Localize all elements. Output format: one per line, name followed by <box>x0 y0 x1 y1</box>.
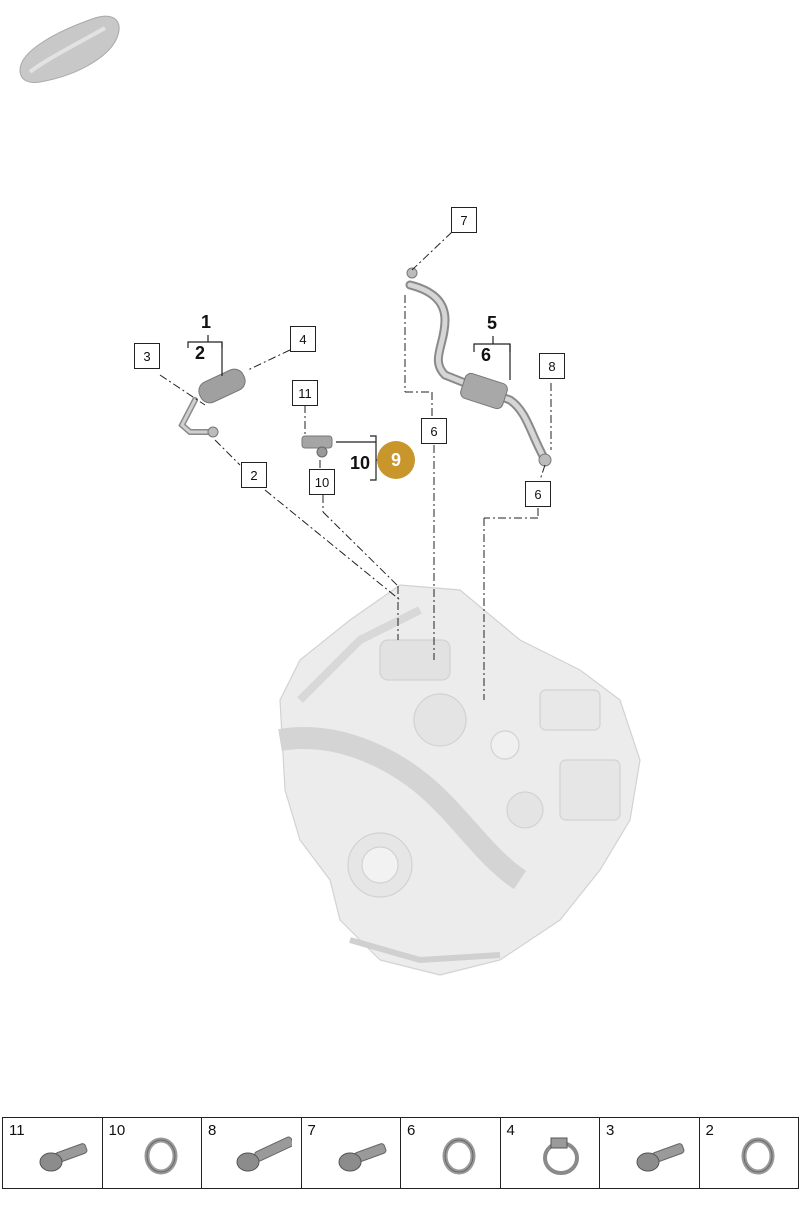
car-silhouette-icon <box>19 15 120 83</box>
part-number: 6 <box>407 1122 416 1139</box>
part-number: 2 <box>705 1122 714 1139</box>
callout-6-upper: 6 <box>421 418 447 444</box>
part-number: 3 <box>606 1122 615 1139</box>
bracket-lines <box>187 335 511 481</box>
part-number: 8 <box>208 1122 217 1139</box>
seal-ring-icon <box>144 1137 177 1175</box>
bolt-icon <box>39 1143 88 1172</box>
part-number: 11 <box>9 1122 25 1139</box>
label-part-6: 6 <box>481 345 492 365</box>
coolant-hose-1 <box>178 368 246 438</box>
bolt-icon <box>636 1143 685 1172</box>
part-cell-10[interactable]: 10 <box>103 1118 202 1188</box>
engine-assembly <box>278 584 641 976</box>
callout-8: 8 <box>539 353 565 379</box>
callout-10: 10 <box>309 469 335 495</box>
callout-4: 4 <box>290 326 316 352</box>
bolt-icon <box>236 1136 292 1172</box>
label-part-10: 10 <box>350 453 371 473</box>
callout-7: 7 <box>451 207 477 233</box>
label-part-1: 1 <box>201 312 212 332</box>
part-cell-6[interactable]: 6 <box>401 1118 501 1188</box>
part-cell-7[interactable]: 7 <box>302 1118 401 1188</box>
callout-2: 2 <box>241 462 267 488</box>
hose-clamp-icon <box>542 1137 579 1175</box>
callout-11: 11 <box>292 380 318 406</box>
part-number: 4 <box>506 1122 515 1139</box>
leader-lines <box>159 231 552 700</box>
label-part-5: 5 <box>487 313 498 333</box>
part-cell-2[interactable]: 2 <box>700 1118 799 1188</box>
callout-6-lower: 6 <box>525 481 551 507</box>
part-number: 7 <box>307 1122 316 1139</box>
callout-3: 3 <box>134 343 160 369</box>
bolt-icon <box>338 1143 386 1172</box>
part-cell-8[interactable]: 8 <box>202 1118 302 1188</box>
part-cell-11[interactable]: 11 <box>3 1118 103 1188</box>
fitting-9 <box>301 435 333 458</box>
part-cell-3[interactable]: 3 <box>600 1118 700 1188</box>
seal-ring-icon <box>442 1137 476 1175</box>
parts-strip: 11 10 8 7 6 4 <box>2 1117 799 1189</box>
seal-ring-icon <box>741 1137 774 1175</box>
part-number: 10 <box>108 1122 126 1139</box>
coolant-pipe-5 <box>405 267 552 467</box>
part-cell-4[interactable]: 4 <box>501 1118 600 1188</box>
highlight-part-9[interactable]: 9 <box>377 441 415 479</box>
label-part-2: 2 <box>195 343 206 363</box>
